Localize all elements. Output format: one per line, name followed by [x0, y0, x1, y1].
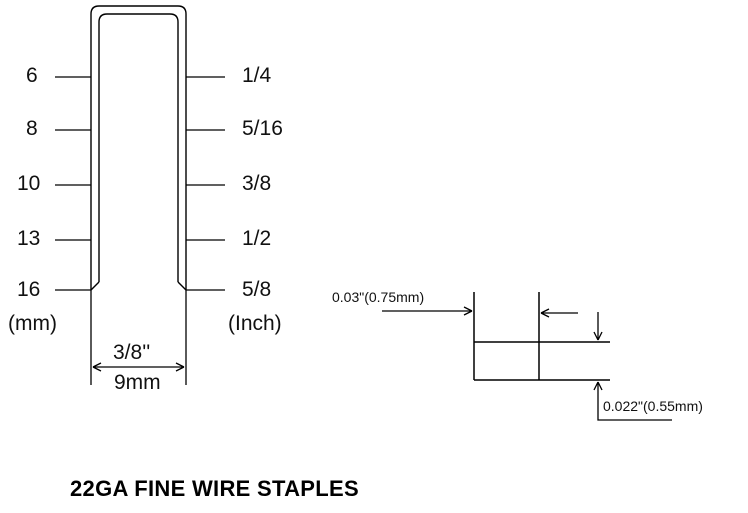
thickness-arrow-left — [540, 308, 550, 318]
crown-width-inch: 3/8'' — [113, 341, 151, 364]
crown-arrow-left — [92, 362, 102, 372]
inch-label-1-2: 1/2 — [242, 227, 272, 250]
mm-label-10: 10 — [17, 172, 41, 195]
width-leader — [597, 382, 672, 421]
staple-inner-outline — [98, 13, 179, 282]
crown-arrow-right — [175, 362, 185, 372]
wire-width-label: 0.022"(0.55mm) — [603, 398, 703, 414]
staple-outline — [90, 5, 187, 290]
mm-label-16: 16 — [17, 278, 41, 301]
right-leg-point — [177, 281, 187, 291]
width-arrow-down-head — [593, 331, 603, 341]
inch-ticks — [186, 76, 225, 291]
left-leg-point — [90, 281, 100, 291]
mm-ticks — [55, 76, 91, 291]
product-title: 22GA FINE WIRE STAPLES — [70, 476, 359, 501]
inch-label-5-16: 5/16 — [242, 117, 283, 140]
mm-label-13: 13 — [17, 227, 41, 250]
thickness-arrow-right — [463, 306, 473, 316]
width-arrow-up-head — [593, 381, 603, 391]
mm-label-6: 6 — [26, 64, 38, 87]
mm-label-8: 8 — [26, 117, 38, 140]
inch-unit-label: (Inch) — [228, 312, 282, 335]
inch-label-5-8: 5/8 — [242, 278, 272, 301]
inch-label-3-8: 3/8 — [242, 172, 272, 195]
crown-width-mm: 9mm — [114, 371, 161, 394]
wire-thickness-label: 0.03"(0.75mm) — [332, 289, 425, 305]
mm-unit-label: (mm) — [8, 312, 57, 335]
inch-label-1-4: 1/4 — [242, 64, 272, 87]
